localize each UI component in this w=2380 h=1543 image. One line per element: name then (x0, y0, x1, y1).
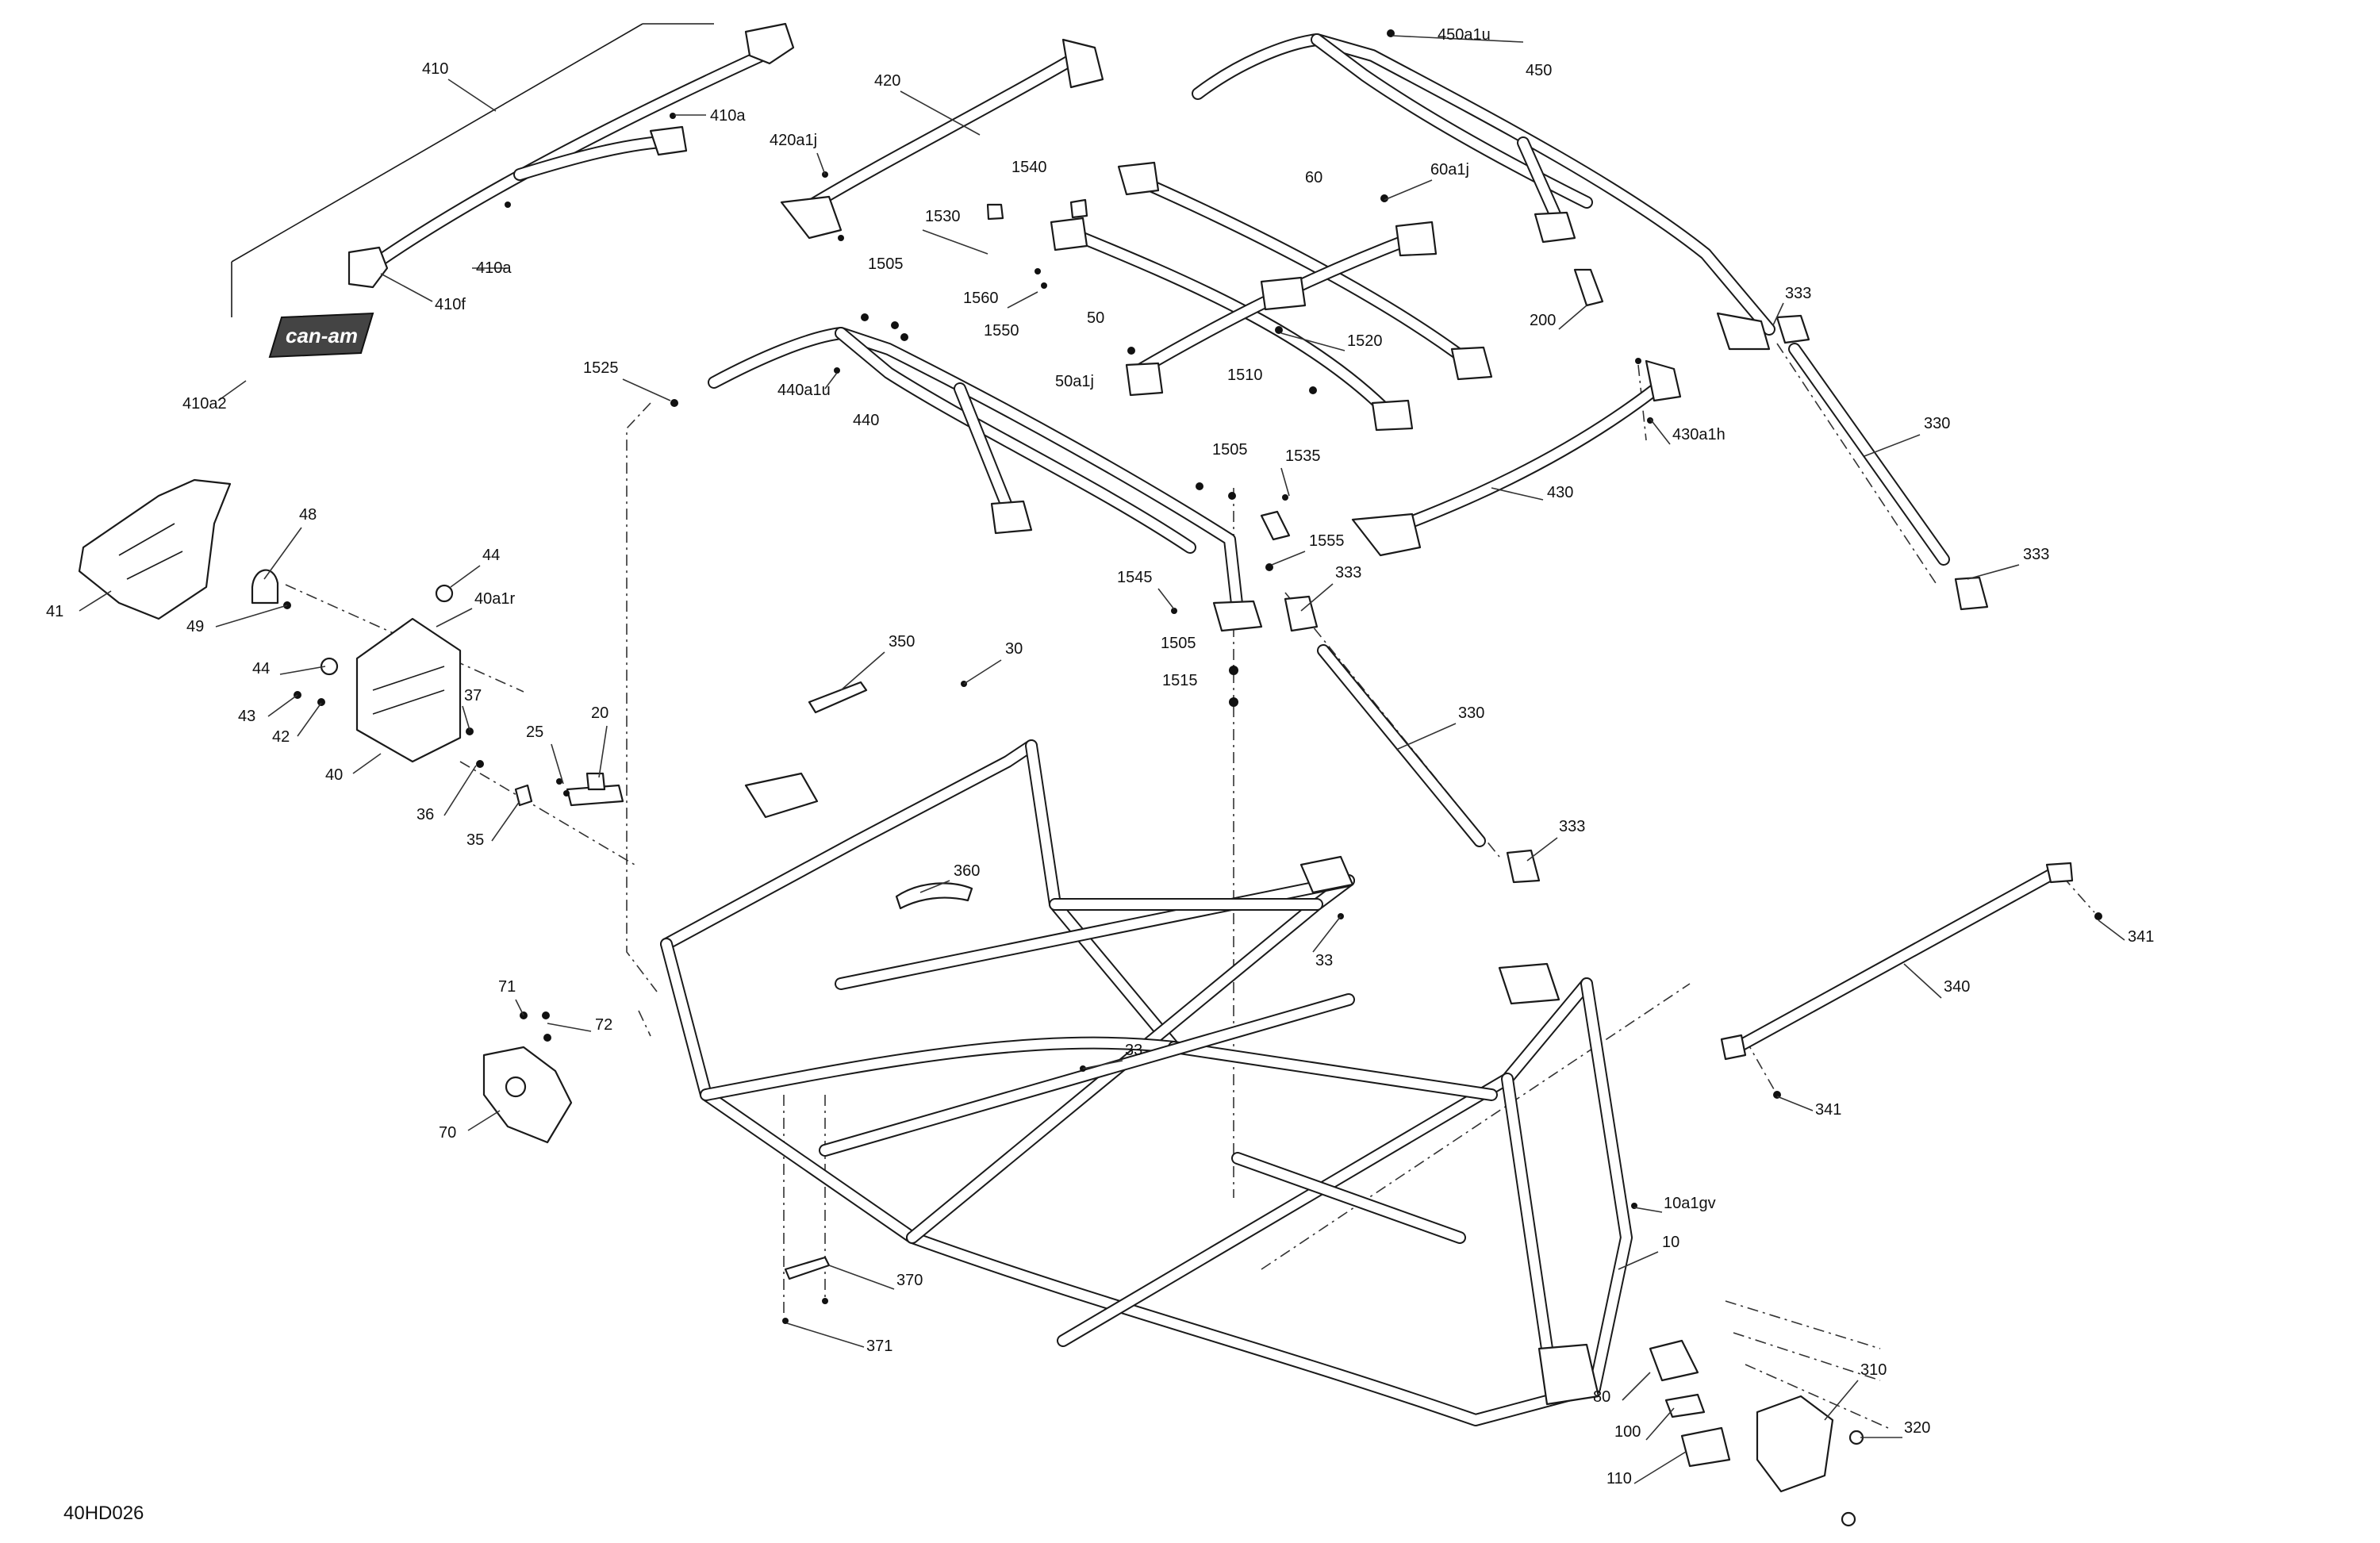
part-440-roll-cage (708, 327, 1263, 632)
callout-450a1u: 450a1u (1438, 26, 1491, 44)
callout-1550: 1550 (984, 322, 1019, 340)
callout-1510: 1510 (1227, 367, 1263, 384)
callout-340: 340 (1944, 978, 1970, 996)
callout-1505_low: 1505 (1161, 635, 1196, 652)
callout-44_top: 44 (482, 547, 500, 564)
callout-10a1gv: 10a1gv (1664, 1195, 1716, 1212)
callout-60: 60 (1305, 169, 1322, 186)
callout-333_c: 333 (1335, 564, 1361, 582)
callout-50a1j: 50a1j (1055, 373, 1094, 390)
small-plates (784, 681, 973, 1280)
part-430-bar (1351, 359, 1682, 557)
callout-1535: 1535 (1285, 447, 1321, 465)
callout-333_b: 333 (2023, 546, 2049, 563)
part-60-50-crossbars (1050, 161, 1493, 432)
callout-410f: 410f (435, 296, 466, 313)
callout-70: 70 (439, 1124, 456, 1142)
lower-right-brackets (1649, 1339, 1864, 1527)
callout-410a2: 410a2 (182, 395, 227, 413)
callout-43: 43 (238, 708, 255, 725)
callout-1505_top: 1505 (868, 255, 904, 273)
can-am-logo-decal: can-am (268, 312, 374, 359)
callout-40: 40 (325, 766, 343, 784)
callout-40a1r: 40a1r (474, 590, 515, 608)
callout-1530: 1530 (925, 208, 961, 225)
callout-42: 42 (272, 728, 290, 746)
callout-420: 420 (874, 72, 900, 90)
part-40-mount (251, 569, 624, 807)
callout-1515: 1515 (1162, 672, 1198, 689)
callout-200: 200 (1530, 312, 1556, 329)
callout-1560: 1560 (963, 290, 999, 307)
callout-1540: 1540 (1012, 159, 1047, 176)
callout-1505_mid: 1505 (1212, 441, 1248, 459)
callout-49: 49 (186, 618, 204, 635)
callout-1525: 1525 (583, 359, 619, 377)
callout-341_b: 341 (1815, 1101, 1841, 1119)
callout-430: 430 (1547, 484, 1573, 501)
callout-370: 370 (896, 1272, 923, 1289)
callout-41: 41 (46, 603, 63, 620)
callout-1545: 1545 (1117, 569, 1153, 586)
callout-100: 100 (1614, 1423, 1641, 1441)
callout-35: 35 (466, 831, 484, 849)
diagram-reference-code: 40HD026 (63, 1503, 144, 1524)
callout-360: 360 (954, 862, 980, 880)
callout-320: 320 (1904, 1419, 1930, 1437)
callout-450: 450 (1526, 62, 1552, 79)
part-70-mount (482, 1046, 573, 1144)
part-41-skid-plate (78, 478, 232, 620)
callout-350: 350 (889, 633, 915, 651)
callout-430a1h: 430a1h (1672, 426, 1726, 443)
callout-50: 50 (1087, 309, 1104, 327)
callout-10: 10 (1662, 1234, 1679, 1251)
callout-33_a: 33 (1315, 952, 1333, 969)
callout-341_a: 341 (2128, 928, 2154, 946)
part-410-upper-bar (231, 22, 795, 317)
small-brackets (986, 198, 1604, 541)
assembly-dash-lines (285, 343, 2095, 1429)
callout-37: 37 (464, 687, 482, 704)
callout-110: 110 (1606, 1470, 1632, 1487)
callout-1520: 1520 (1347, 332, 1383, 350)
part-10-main-frame (660, 739, 1633, 1426)
part-450-roll-cage (1192, 33, 1775, 351)
callout-310: 310 (1860, 1361, 1887, 1379)
callout-33_b: 33 (1125, 1042, 1142, 1059)
callout-60a1j: 60a1j (1430, 161, 1469, 178)
callout-440a1u: 440a1u (777, 382, 831, 399)
callout-410a_bot: 410a (476, 259, 512, 277)
callout-48: 48 (299, 506, 317, 524)
logo-text: can-am (286, 324, 358, 347)
callout-36: 36 (416, 806, 434, 823)
callout-72: 72 (595, 1016, 612, 1034)
callout-410a_top: 410a (710, 107, 746, 125)
callout-labels: 410 410a 410a 410f 410a2 420 420a1j 1540 1530 156… (46, 26, 2154, 1487)
callout-440: 440 (853, 412, 879, 429)
callout-20: 20 (591, 704, 608, 722)
callout-420a1j: 420a1j (770, 132, 817, 149)
callout-333_d: 333 (1559, 818, 1585, 835)
callout-333_a: 333 (1785, 285, 1811, 302)
callout-1555: 1555 (1309, 532, 1345, 550)
callout-71: 71 (498, 978, 516, 996)
callout-30: 30 (1005, 640, 1023, 658)
callout-80: 80 (1593, 1388, 1610, 1406)
leader-lines (79, 35, 2125, 1484)
callout-44_bot: 44 (252, 660, 270, 677)
callout-330_a: 330 (1924, 415, 1950, 432)
callout-25: 25 (526, 724, 543, 741)
callout-410: 410 (422, 60, 448, 78)
part-340-bar (1720, 862, 2074, 1061)
callout-330_b: 330 (1458, 704, 1484, 722)
part-420-bar (780, 38, 1104, 240)
callout-371: 371 (866, 1338, 892, 1355)
